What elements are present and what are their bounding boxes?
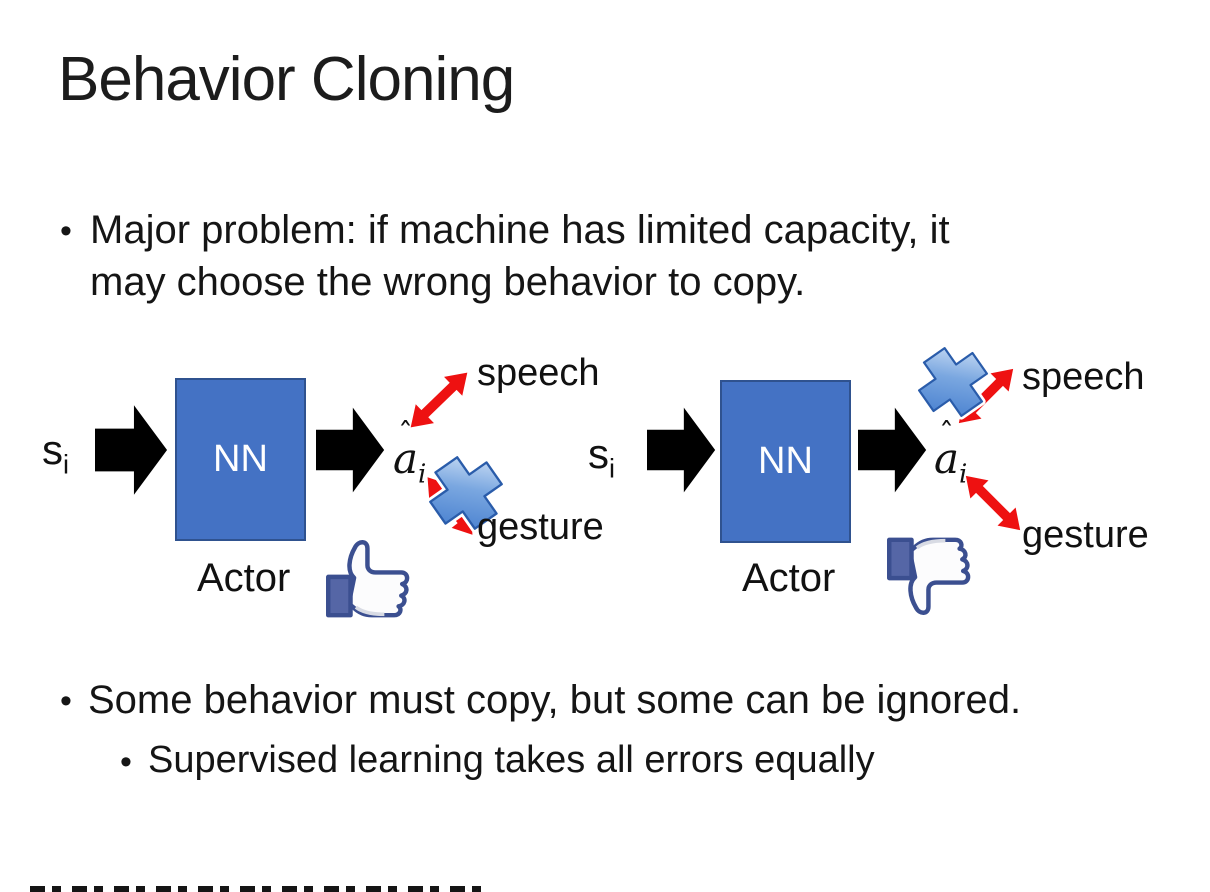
state-subscript: i <box>63 449 69 480</box>
nn-box-left: NN <box>175 378 306 541</box>
action-base: a <box>393 434 419 483</box>
hat-accent: ˆ <box>939 417 954 452</box>
block-arrow-right-icon <box>316 407 385 493</box>
state-base: s <box>42 426 63 473</box>
blue-cross-x-icon <box>426 453 506 533</box>
hat-accent: ˆ <box>398 417 413 452</box>
state-input-label-left: si <box>42 426 69 480</box>
gesture-label-left: gesture <box>477 506 604 548</box>
actor-label-left: Actor <box>197 556 291 600</box>
actor-label-right: Actor <box>742 556 836 600</box>
red-double-arrow-icon <box>965 475 1021 531</box>
state-input-label-right: si <box>588 430 615 484</box>
bullet-supervised-learning: Supervised learning takes all errors equ… <box>148 739 875 781</box>
bullet-marker: • <box>60 212 72 250</box>
block-arrow-right-icon <box>95 405 168 495</box>
bullet-marker: • <box>120 743 132 781</box>
nn-label: NN <box>758 440 813 482</box>
bullet-marker: • <box>60 682 72 720</box>
state-subscript: i <box>609 453 615 484</box>
bullet-major-problem-line1: Major problem: if machine has limited ca… <box>90 208 950 252</box>
bullet-major-problem-line2: may choose the wrong behavior to copy. <box>90 260 806 304</box>
action-subscript: i <box>959 459 968 490</box>
speech-label-left: speech <box>477 352 600 394</box>
state-base: s <box>588 430 609 477</box>
action-subscript: i <box>418 459 427 490</box>
block-arrow-right-icon <box>858 407 927 493</box>
bullet-some-behavior: Some behavior must copy, but some can be… <box>88 678 1022 722</box>
gesture-label-right: gesture <box>1022 514 1149 556</box>
action-base: a <box>934 434 960 483</box>
thumbs-down-icon <box>887 537 971 615</box>
blue-cross-x-icon <box>915 344 991 420</box>
thumbs-up-icon <box>326 540 410 618</box>
nn-label: NN <box>213 438 268 480</box>
clipped-next-line-text <box>30 886 492 892</box>
block-arrow-right-icon <box>647 407 716 493</box>
speech-label-right: speech <box>1022 356 1145 398</box>
red-double-arrow-icon <box>410 372 468 428</box>
nn-box-right: NN <box>720 380 851 543</box>
slide-title: Behavior Cloning <box>58 45 515 114</box>
